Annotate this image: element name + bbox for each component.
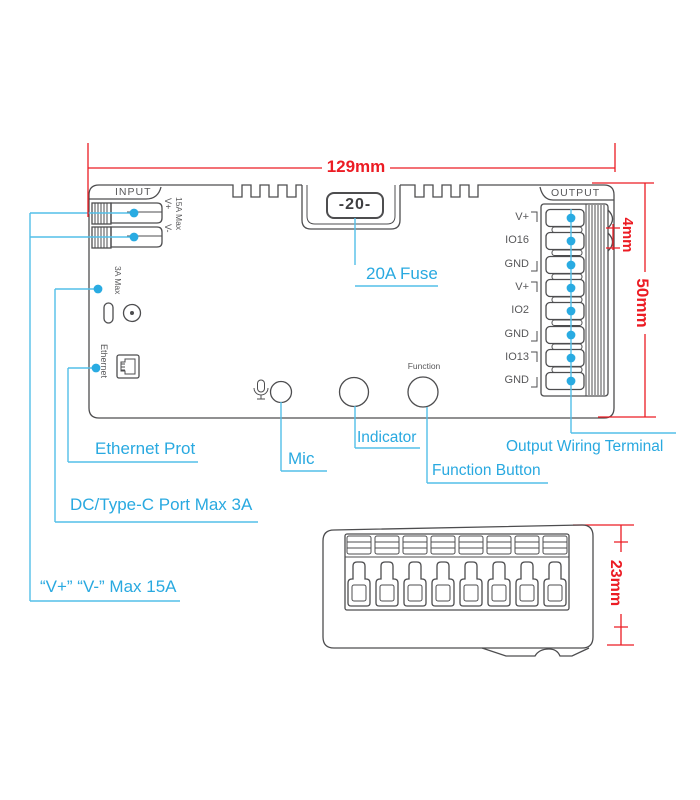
cooling-fins-left (99, 184, 302, 198)
dc-jack-icon (122, 303, 142, 323)
mic-icon (253, 379, 269, 400)
indicator-leader (354, 406, 420, 449)
usb-c-port-icon (103, 302, 114, 324)
output-terminal-leader (570, 209, 676, 434)
cooling-fins-right (400, 184, 604, 198)
depth-dimension-line (573, 524, 634, 646)
callout-input-power: “V+” “V-” Max 15A (40, 577, 177, 596)
input-plate-line (89, 186, 162, 200)
callout-20a-fuse: 20A Fuse (366, 264, 438, 283)
input-label: INPUT (115, 186, 152, 198)
function-button (407, 376, 439, 408)
marking-3a-max: 3A Max (113, 266, 123, 295)
function-leader (426, 407, 548, 484)
marking-ethernet: Ethernet (99, 344, 109, 379)
output-terminal-block (531, 203, 614, 397)
callout-output-wiring-terminal: Output Wiring Terminal (506, 438, 664, 455)
terminal-caps (346, 535, 568, 555)
height-dimension-line (592, 182, 656, 418)
output-terminal-label-4: V+ (515, 281, 529, 293)
input-power-leader (29, 212, 180, 602)
output-label: OUTPUT (551, 187, 601, 199)
mic-leader (280, 402, 327, 472)
marking-15a-max: 15A Max (174, 197, 184, 231)
callout-mic: Mic (288, 449, 315, 468)
callout-leader-lines (29, 209, 676, 602)
output-terminal-label-1: V+ (515, 211, 529, 223)
output-terminal-label-3: GND (504, 258, 529, 270)
fuse-holder (301, 185, 401, 230)
width-dimension-line (87, 143, 616, 217)
fuse-display: -20- (338, 196, 372, 213)
fuse-leader (354, 218, 438, 287)
dim-pitch: 4mm (619, 217, 636, 253)
output-terminal-label-6: GND (504, 328, 529, 340)
device-bottom-view (322, 524, 594, 657)
callout-function-button: Function Button (432, 462, 541, 479)
ethernet-leader (67, 367, 198, 463)
marking-function: Function (407, 361, 441, 371)
output-terminal-label-7: IO13 (505, 351, 529, 363)
dimension-lines (87, 143, 656, 646)
dim-height: 50mm (633, 278, 652, 328)
dc-port-leader (54, 288, 258, 523)
dim-depth: 23mm (607, 559, 624, 607)
callout-indicator: Indicator (357, 429, 417, 446)
pitch-dimension-line (606, 224, 620, 250)
indicator-led (338, 376, 370, 408)
marking-v-plus: V+ (163, 198, 173, 210)
dim-width: 129mm (326, 157, 386, 176)
callout-dc-type-c: DC/Type-C Port Max 3A (70, 495, 253, 514)
terminal-dots (91, 208, 576, 386)
output-plate-line (539, 186, 614, 201)
output-terminal-label-5: IO2 (511, 304, 529, 316)
marking-v-minus: V- (163, 224, 173, 233)
mic-hole (269, 380, 293, 404)
terminal-group-brackets (531, 211, 538, 388)
input-terminals (91, 202, 163, 249)
terminal-clamps (347, 561, 567, 607)
callout-ethernet-prot: Ethernet Prot (95, 439, 196, 458)
output-terminal-label-8: GND (504, 374, 529, 386)
output-terminal-label-2: IO16 (505, 234, 529, 246)
ethernet-port-icon (116, 354, 140, 379)
device-top-view (88, 184, 615, 419)
din-rail-clip (481, 647, 590, 657)
